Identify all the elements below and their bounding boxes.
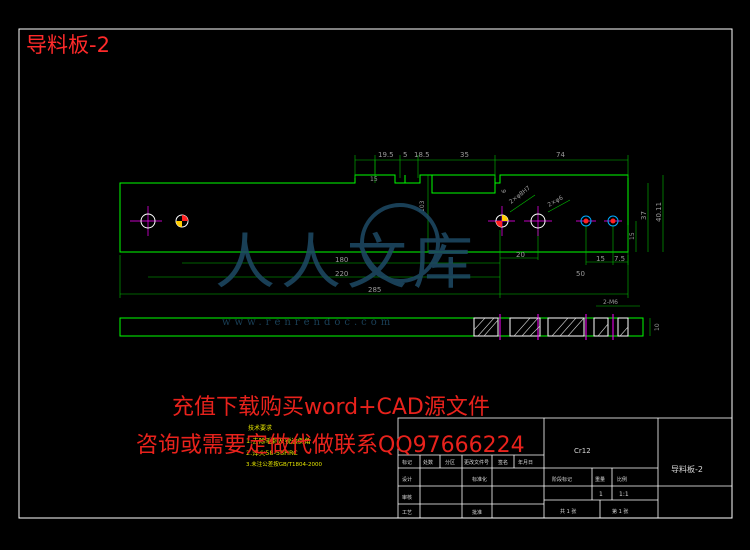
title-block-text: Cr12 导料板-2 标记 处数 分区 更改文件号 签名 年月日 设计 审核 工…	[402, 447, 703, 516]
svg-text:处数: 处数	[423, 459, 433, 466]
svg-text:15: 15	[596, 255, 605, 263]
side-label: 2-M6	[603, 299, 618, 306]
overlay-line-2: 咨询或需要定做代做联系QQ97666224	[136, 433, 525, 458]
svg-text:180: 180	[335, 256, 348, 264]
technical-notes: 技术要求 1.去除毛刺及锐边倒角 2.淬火58-58HRC 3.未注公差按GB/…	[246, 424, 322, 468]
svg-text:7.5: 7.5	[614, 255, 625, 263]
svg-text:技术要求: 技术要求	[248, 424, 272, 432]
svg-text:3.未注公差按GB/T1804-2000: 3.未注公差按GB/T1804-2000	[246, 460, 322, 468]
svg-text:重量: 重量	[595, 476, 605, 483]
svg-text:标记: 标记	[402, 459, 412, 466]
svg-text:1: 1	[599, 491, 603, 498]
svg-text:批准: 批准	[472, 509, 482, 516]
svg-text:1:1: 1:1	[619, 491, 629, 498]
hole-m6-1	[580, 215, 592, 227]
svg-text:2×φ8H7: 2×φ8H7	[508, 185, 532, 206]
svg-text:50: 50	[576, 270, 585, 278]
svg-text:更改文件号: 更改文件号	[464, 459, 489, 466]
svg-text:15: 15	[370, 176, 378, 183]
svg-text:74: 74	[556, 151, 565, 159]
svg-text:第 1 张: 第 1 张	[612, 508, 628, 515]
outer-frame	[18, 28, 733, 519]
svg-text:1.去除毛刺及锐边倒角: 1.去除毛刺及锐边倒角	[246, 436, 311, 445]
svg-text:www.renrendoc.com: www.renrendoc.com	[222, 317, 394, 328]
svg-text:分区: 分区	[445, 459, 455, 466]
material: Cr12	[574, 447, 591, 455]
svg-text:103: 103	[419, 200, 426, 212]
svg-text:签名: 签名	[498, 459, 508, 466]
side-thickness: 10	[654, 323, 661, 331]
watermark: 人人文库 www.renrendoc.com	[215, 203, 479, 328]
svg-text:40.11: 40.11	[655, 202, 663, 222]
drawing-title: 导料板-2	[26, 33, 110, 57]
svg-text:阶段标记: 阶段标记	[552, 476, 572, 483]
svg-text:年月日: 年月日	[518, 459, 533, 466]
svg-text:37: 37	[640, 211, 648, 220]
side-hatching	[473, 317, 629, 337]
svg-text:6: 6	[501, 189, 508, 193]
svg-text:工艺: 工艺	[402, 510, 412, 516]
svg-text:20: 20	[516, 251, 525, 259]
side-view	[119, 305, 651, 340]
hole-m6-2	[607, 215, 619, 227]
svg-text:5: 5	[403, 151, 407, 159]
svg-text:2×φ6: 2×φ6	[547, 194, 565, 208]
overlay-line-1: 充值下载购买word+CAD源文件	[172, 395, 490, 420]
svg-text:15: 15	[629, 232, 636, 240]
svg-text:35: 35	[460, 151, 469, 159]
svg-text:19.5: 19.5	[378, 151, 394, 159]
svg-text:比例: 比例	[617, 476, 627, 483]
hole-right-2	[530, 213, 546, 229]
svg-text:设计: 设计	[402, 476, 412, 483]
svg-text:人人文库: 人人文库	[215, 228, 479, 298]
svg-text:共 1 张: 共 1 张	[560, 508, 576, 515]
svg-text:18.5: 18.5	[414, 151, 430, 159]
dimension-lines	[119, 155, 664, 298]
holes	[140, 213, 619, 229]
svg-text:285: 285	[368, 286, 381, 294]
svg-text:220: 220	[335, 270, 348, 278]
svg-text:2.淬火58-58HRC: 2.淬火58-58HRC	[246, 448, 298, 457]
part-name: 导料板-2	[671, 464, 703, 474]
title-block	[397, 417, 733, 519]
svg-text:审核: 审核	[402, 494, 412, 501]
hole-left-1	[140, 213, 156, 229]
svg-text:标准化: 标准化	[472, 476, 487, 483]
